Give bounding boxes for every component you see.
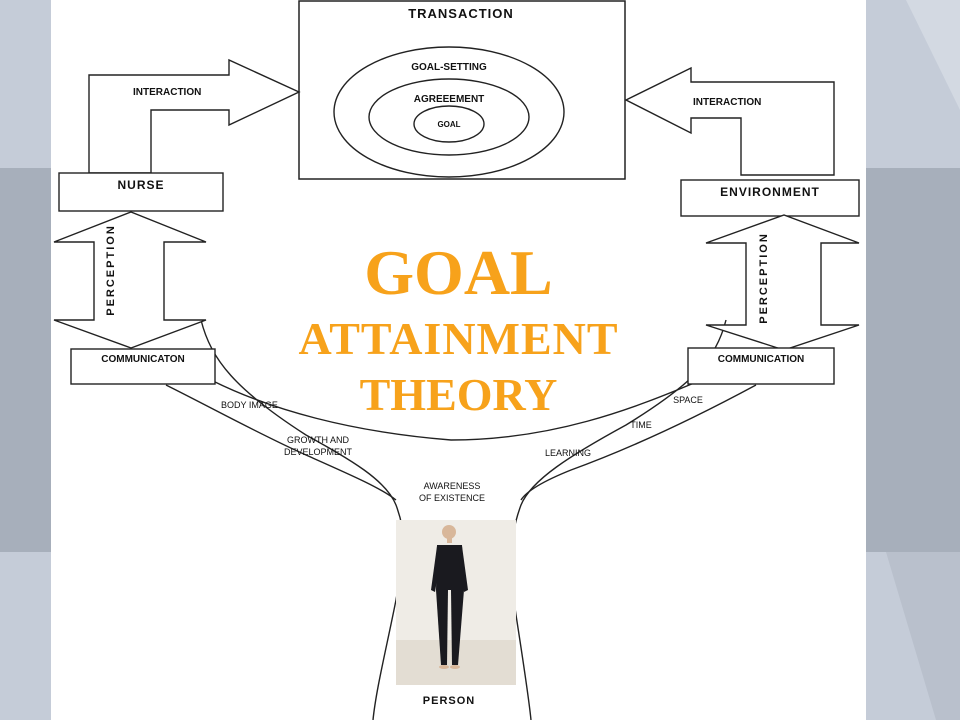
time-label: TIME [630,420,652,430]
environment-box [680,179,860,217]
tree-outline-inner-right [520,384,757,501]
background-chevron-decoration [866,0,960,720]
nurse-box [58,172,224,212]
communication-right-label: COMMUNICATION [718,354,804,365]
agreement-ellipse [368,78,530,156]
body-image-label: BODY IMAGE [221,400,278,410]
title-line-3: THEORY [359,369,558,420]
person-photo [396,520,516,685]
diagram-slide: TRANSACTION GOAL-SETTING AGREEEMENT GOAL… [51,0,866,720]
awareness-label-line2: OF EXISTENCE [419,493,485,503]
tree-outline-right [510,319,727,720]
tree-outline-left [200,319,405,720]
perception-left-label: PERCEPTION [105,224,117,316]
title-line-2: ATTAINMENT [298,313,619,364]
goal-label: GOAL [437,120,460,129]
transaction-label: TRANSACTION [408,6,514,21]
title-line-1: GOAL [364,237,553,308]
tree-outline-inner-curve [210,379,702,441]
interaction-right-label: INTERACTION [693,97,761,108]
environment-label: ENVIRONMENT [720,185,820,199]
person-label: PERSON [423,695,475,707]
double-arrow-vertical-icon [53,211,207,349]
nurse-label: NURSE [117,178,164,192]
perception-right-label: PERCEPTION [758,232,770,324]
communication-box-left [70,348,216,385]
transaction-box [298,0,626,180]
learning-label: LEARNING [545,448,591,458]
double-arrow-vertical-icon [705,214,860,351]
tree-outline-inner-left [165,384,397,501]
arrow-left-icon [624,66,835,176]
goal-setting-label: GOAL-SETTING [411,62,487,73]
goal-attainment-diagram: TRANSACTION GOAL-SETTING AGREEEMENT GOAL… [53,0,860,720]
communication-left-label: COMMUNICATON [101,354,185,365]
agreement-label: AGREEEMENT [414,94,485,105]
arrow-right-icon [88,58,301,174]
space-label: SPACE [673,395,703,405]
growth-label-line2: DEVELOPMENT [284,447,353,457]
growth-label-line1: GROWTH AND [287,435,349,445]
goal-ellipse [413,105,485,143]
interaction-left-label: INTERACTION [133,87,201,98]
goal-setting-ellipse [333,46,565,178]
communication-box-right [687,347,835,385]
awareness-label-line1: AWARENESS [424,481,481,491]
